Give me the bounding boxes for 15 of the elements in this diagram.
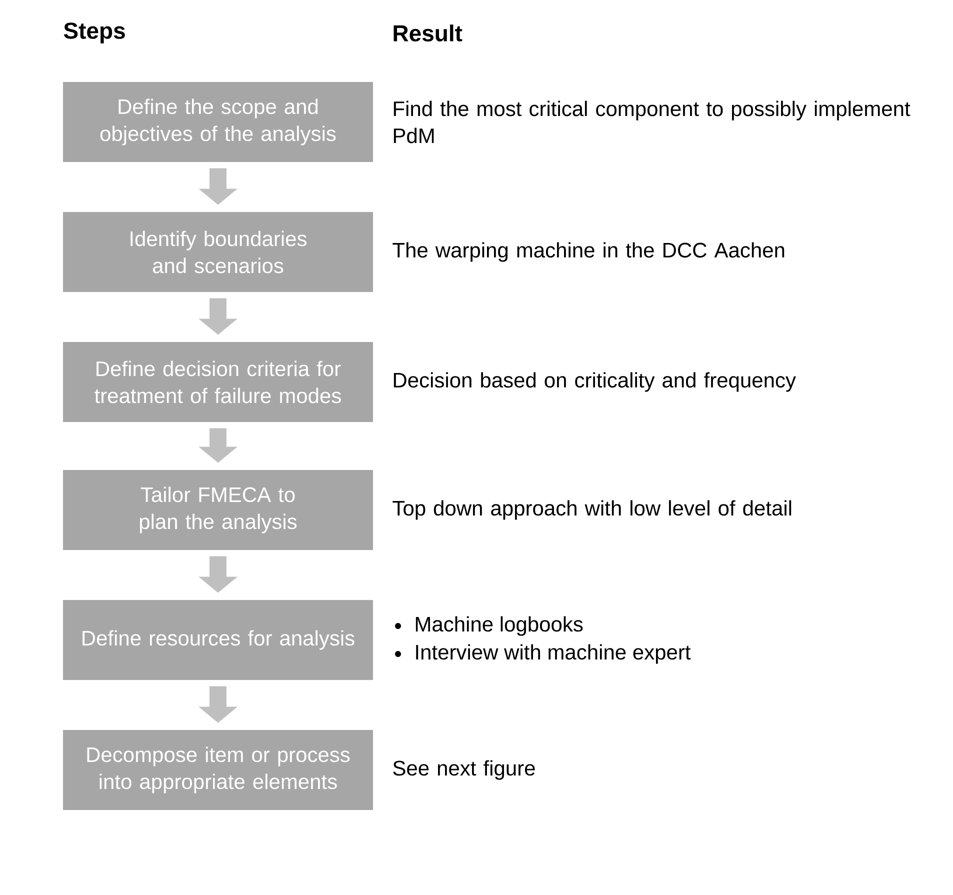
result-text: Find the most critical component to possibly implement PdM	[394, 100, 910, 144]
column-heading: Result	[394, 24, 462, 42]
result-text: The warping machine in the DCC Aachen	[392, 242, 784, 262]
process-box: Define the scope and objectives of the analysis	[63, 82, 373, 162]
process-box: Define resources for analysis	[63, 600, 373, 680]
process-box: Tailor FMECA to plan the analysis	[63, 470, 373, 550]
process-box: Decompose item or process into appropriate elements	[63, 730, 373, 810]
result-text: See next figure	[393, 760, 535, 780]
bullet-item: Interview with machine expert	[395, 644, 691, 664]
process-box: Define decision criteria for treatment of failure modes	[63, 342, 373, 422]
column-heading: Steps	[64, 22, 125, 44]
bullet-item: Machine logbooks	[395, 616, 583, 636]
result-text: Top down approach with low level of detail	[392, 500, 792, 520]
result-text: Decision based on criticality and frequency	[394, 372, 796, 392]
process-box: Identify boundaries and scenarios	[63, 212, 373, 292]
